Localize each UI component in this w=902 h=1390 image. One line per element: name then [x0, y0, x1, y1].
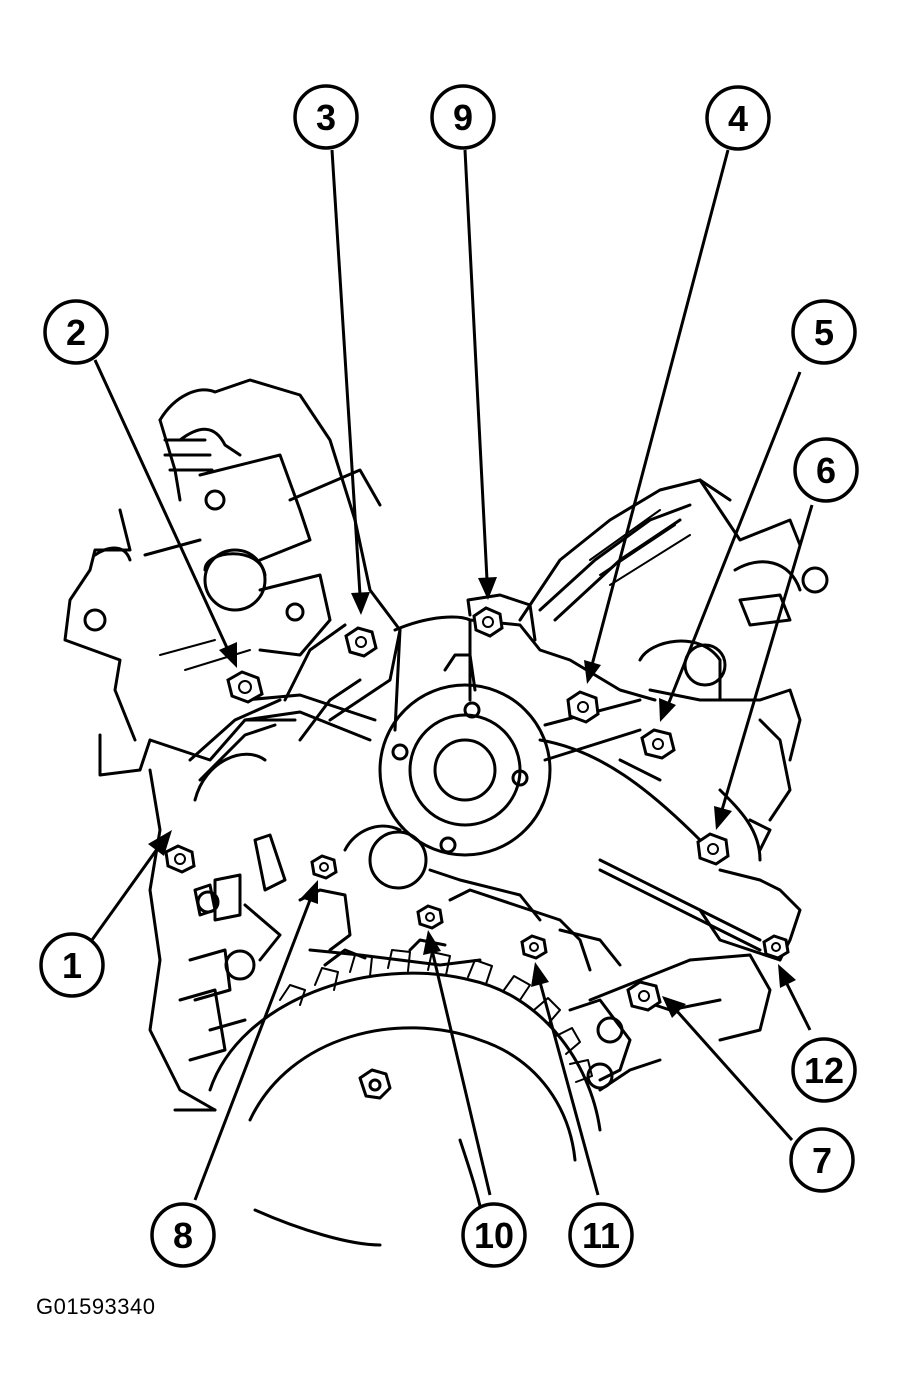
callout-5: 5 [791, 299, 857, 365]
bolt-heads [164, 606, 790, 1012]
callout-1-label: 1 [62, 945, 82, 986]
bolt-4 [566, 690, 600, 724]
bolt-6 [696, 832, 730, 866]
callout-12: 12 [791, 1037, 857, 1103]
callout-3: 3 [293, 84, 359, 150]
bolt-9 [472, 606, 504, 638]
bolt-12 [762, 934, 790, 960]
callout-7: 7 [789, 1127, 855, 1193]
callout-3-label: 3 [316, 97, 336, 138]
bolt-1 [164, 844, 196, 874]
bolt-2 [226, 670, 264, 704]
callout-2: 2 [43, 299, 109, 365]
callout-10-label: 10 [474, 1215, 514, 1256]
callout-11-label: 11 [582, 1215, 620, 1256]
figure-id-label: G01593340 [36, 1294, 156, 1319]
bolt-3 [344, 626, 378, 658]
callout-12-label: 12 [804, 1050, 844, 1091]
callout-6-label: 6 [816, 450, 836, 491]
callout-11: 11 [568, 1202, 634, 1268]
callout-9-label: 9 [453, 97, 473, 138]
bolt-8 [310, 854, 338, 880]
callout-4-label: 4 [728, 98, 748, 139]
callout-2-label: 2 [66, 312, 86, 353]
callout-7-label: 7 [812, 1140, 832, 1181]
callout-5-label: 5 [814, 312, 834, 353]
leader-lines [90, 149, 814, 1201]
callout-6: 6 [793, 437, 859, 503]
callout-8-label: 8 [173, 1215, 193, 1256]
callout-8: 8 [150, 1202, 216, 1268]
callout-1: 1 [39, 932, 105, 998]
callout-4: 4 [705, 85, 771, 151]
engine-line-art [63, 378, 829, 1247]
bolt-5 [640, 728, 676, 760]
callouts: 1 2 3 4 5 6 7 8 [39, 84, 859, 1268]
callout-10: 10 [461, 1202, 527, 1268]
callout-9: 9 [430, 84, 496, 150]
bolt-11 [520, 934, 548, 960]
bolt-10 [416, 904, 444, 930]
bolt-7 [626, 980, 662, 1012]
